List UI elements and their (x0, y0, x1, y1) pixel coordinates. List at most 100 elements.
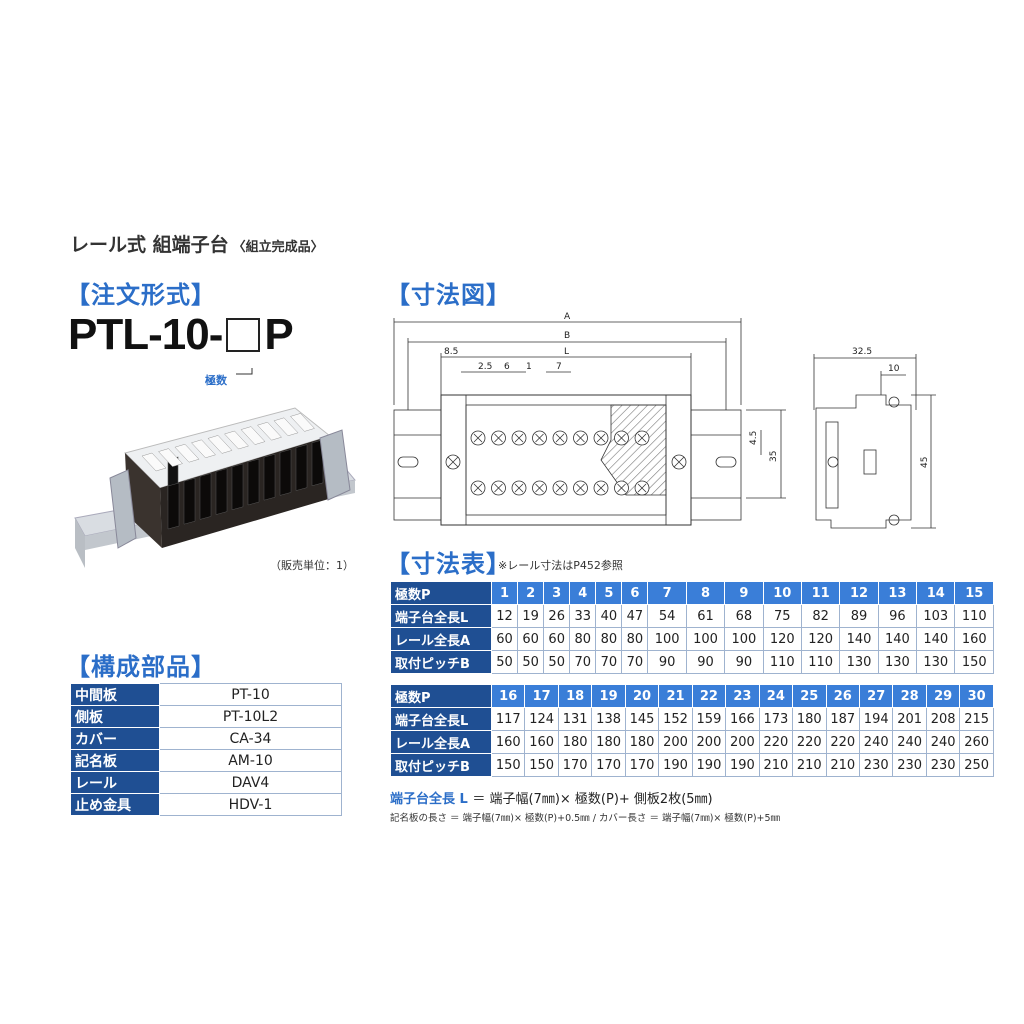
formula-note: 記名板の長さ ＝ 端子幅(7㎜)× 極数(P)+0.5㎜ / カバー長さ ＝ 端… (390, 813, 781, 824)
dim-cell: 190 (658, 753, 693, 777)
order-section-title: 【注文形式】 (66, 281, 216, 309)
part-name: 中間板 (70, 683, 160, 706)
dim-cell: 26 (543, 604, 571, 628)
part-name: 止め金具 (70, 793, 160, 816)
dim-cell: 40 (595, 604, 623, 628)
dim-cell: 11 (800, 581, 841, 605)
screw-slot (617, 433, 626, 443)
model-number: PTL-10-P (68, 310, 294, 359)
screw-slot (576, 433, 585, 443)
dim-cell: 19 (591, 684, 626, 708)
dim-label-1: 1 (526, 362, 532, 372)
dim-cell: 120 (800, 627, 841, 651)
dim-cell: 70 (621, 650, 649, 674)
dim-cell: 230 (892, 753, 927, 777)
dim-cell: 54 (647, 604, 687, 628)
parts-section-title: 【構成部品】 (66, 653, 216, 681)
dim-cell: 50 (543, 650, 571, 674)
dim-cell: 30 (959, 684, 994, 708)
dim-cell: 80 (621, 627, 649, 651)
dim-cell: 3 (543, 581, 571, 605)
dim-cell: 180 (557, 730, 593, 754)
dim-cell: 80 (569, 627, 597, 651)
dim-cell: 159 (691, 707, 727, 731)
dim-cell: 170 (591, 753, 626, 777)
dim-cell: 138 (591, 707, 626, 731)
dim-cell: 124 (524, 707, 559, 731)
dim-cell: 17 (524, 684, 559, 708)
dim-cell: 14 (916, 581, 956, 605)
dim-label-10: 10 (888, 364, 900, 374)
dim-cell: 150 (954, 650, 994, 674)
dim-label-2-5: 2.5 (478, 362, 492, 372)
dim-cell: 2 (517, 581, 545, 605)
dim-cell: 117 (490, 707, 526, 731)
dim-cell: 100 (724, 627, 764, 651)
cover-rib (257, 421, 282, 441)
dim-cell: 140 (839, 627, 879, 651)
dim-cell: 160 (490, 730, 526, 754)
poles-label: 極数 (205, 374, 227, 387)
dim-cell: 180 (591, 730, 626, 754)
dim-cell: 1 (490, 581, 519, 605)
dim-cell: 68 (724, 604, 764, 628)
cover-rib (290, 413, 315, 432)
screw-slot (637, 483, 647, 493)
screw-slot (555, 483, 565, 493)
dim-cell: 200 (691, 730, 727, 754)
part-code: PT-10L2 (159, 705, 342, 728)
dim-cell: 110 (954, 604, 994, 628)
cover-rib (191, 439, 216, 459)
dim-cell: 103 (916, 604, 956, 628)
part-code: DAV4 (159, 771, 342, 794)
cover-rib (174, 443, 200, 463)
dim-cell: 180 (624, 730, 660, 754)
dim-cell: 89 (839, 604, 879, 628)
part-name: カバー (70, 727, 160, 750)
dim-cell: 28 (892, 684, 927, 708)
part-code: CA-34 (159, 727, 342, 750)
dim-cell: 25 (792, 684, 827, 708)
cover-rib (224, 430, 249, 450)
dim-cell: 170 (624, 753, 660, 777)
terminal-slot (295, 444, 308, 491)
dim-cell: 60 (490, 627, 519, 651)
dim-cell: 130 (877, 650, 918, 674)
dim-cell: 50 (517, 650, 545, 674)
dim-cell: 13 (877, 581, 918, 605)
screw-slot (473, 433, 483, 443)
dim-cell: 130 (839, 650, 879, 674)
dim-cell: 8 (685, 581, 726, 605)
dim-cell: 190 (725, 753, 760, 777)
dim-cell: 210 (792, 753, 827, 777)
dim-cell: 24 (758, 684, 794, 708)
dim-cell: 200 (658, 730, 693, 754)
dim-cell: 82 (800, 604, 841, 628)
poles-bracket (236, 368, 253, 375)
screw-slot (617, 483, 626, 493)
page-subtitle: 〈組立完成品〉 (232, 240, 324, 255)
terminal-slot (263, 453, 276, 501)
part-name: 記名板 (70, 749, 160, 772)
dim-cell: 23 (725, 684, 760, 708)
screw-slot (514, 433, 524, 443)
screw-slot (514, 483, 524, 493)
dim-cell: 190 (691, 753, 727, 777)
dim-cell: 80 (595, 627, 623, 651)
dim-cell: 131 (557, 707, 593, 731)
dim-cell: 240 (925, 730, 961, 754)
dim-cell: 19 (517, 604, 545, 628)
page-title: レール式 組端子台〈組立完成品〉 (70, 234, 324, 256)
dim-cell: 230 (925, 753, 961, 777)
dim-cell: 200 (725, 730, 760, 754)
dim-cell: 60 (543, 627, 571, 651)
